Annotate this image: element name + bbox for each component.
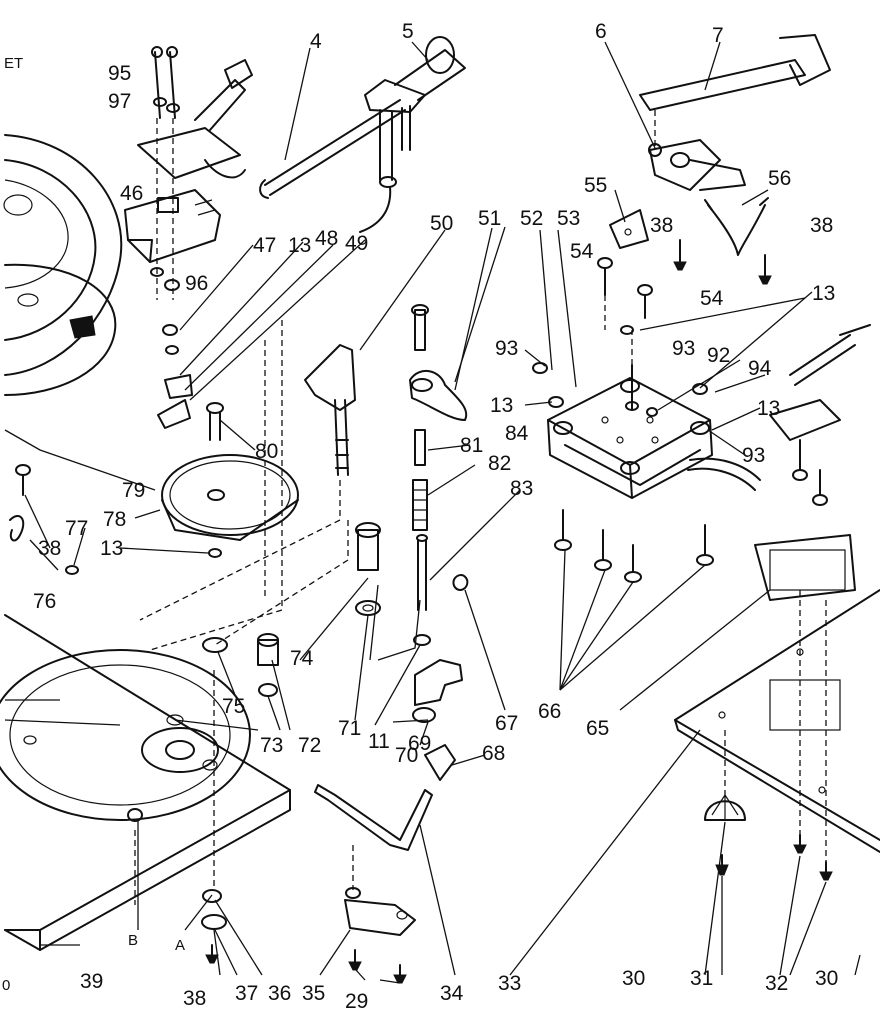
label-53: 53: [557, 207, 580, 230]
label-95: 95: [108, 62, 131, 85]
mechanism-block: [532, 362, 761, 499]
label-38b: 38: [810, 214, 833, 237]
label-6: 6: [595, 20, 607, 43]
small-parts-center: [166, 522, 381, 726]
label-30b: 30: [815, 967, 838, 990]
lever-50: [304, 344, 356, 476]
label-7: 7: [712, 24, 724, 47]
label-78: 78: [103, 508, 126, 531]
label-67: 67: [495, 712, 518, 735]
label-29: 29: [345, 990, 368, 1013]
callout-labels: ET 95 97 4 5 6 7 46 96 47 13 48 49 50 51…: [2, 20, 838, 1013]
label-74: 74: [290, 647, 314, 670]
label-72: 72: [298, 734, 321, 757]
label-13e: 13: [100, 537, 123, 560]
label-13d: 13: [757, 397, 780, 420]
label-76: 76: [33, 590, 56, 613]
label-55: 55: [584, 174, 607, 197]
label-36: 36: [268, 982, 291, 1005]
label-56: 56: [768, 167, 791, 190]
label-30a: 30: [622, 967, 645, 990]
platter-upper: [3, 134, 123, 396]
label-47: 47: [253, 234, 276, 257]
label-54a: 54: [570, 240, 594, 263]
label-66: 66: [538, 700, 561, 723]
label-46: 46: [120, 182, 143, 205]
label-96: 96: [185, 272, 208, 295]
label-73: 73: [260, 734, 283, 757]
label-35: 35: [302, 982, 325, 1005]
feet-and-screws: [704, 794, 833, 881]
label-79: 79: [122, 479, 145, 502]
label-38c: 38: [38, 537, 61, 560]
label-13b: 13: [812, 282, 835, 305]
label-82: 82: [488, 452, 511, 475]
label-49: 49: [345, 232, 368, 255]
label-52: 52: [520, 207, 543, 230]
arm-rest-bracket: [639, 34, 831, 191]
label-38d: 38: [183, 987, 206, 1010]
gear-78: [161, 402, 299, 558]
right-side-parts: [754, 324, 871, 601]
corner-text: ET: [4, 55, 23, 72]
label-70: 70: [395, 744, 418, 767]
leader-lines: [4, 41, 861, 984]
label-13c: 13: [490, 394, 513, 417]
label-39: 39: [80, 970, 103, 993]
bottom-plate: [674, 589, 880, 853]
label-80: 80: [255, 440, 278, 463]
label-A: A: [175, 937, 185, 954]
label-68: 68: [482, 742, 505, 765]
label-11: 11: [368, 730, 390, 753]
label-4: 4: [310, 30, 322, 53]
lever-bar-34: [314, 784, 433, 851]
label-33: 33: [498, 972, 521, 995]
bracket-70: [412, 659, 463, 781]
label-93c: 93: [742, 444, 765, 467]
label-37: 37: [235, 982, 258, 1005]
label-97: 97: [108, 90, 131, 113]
label-32: 32: [765, 972, 788, 995]
label-54b: 54: [700, 287, 724, 310]
label-50: 50: [430, 212, 453, 235]
label-5: 5: [402, 20, 414, 43]
label-34: 34: [440, 982, 464, 1005]
plinth-base: [0, 614, 291, 951]
label-84: 84: [505, 422, 529, 445]
tonearm: [259, 36, 466, 233]
label-38a: 38: [650, 214, 673, 237]
label-75: 75: [222, 695, 245, 718]
spring-and-bracket: [609, 197, 769, 256]
label-83: 83: [510, 477, 533, 500]
headshell-assembly: [124, 46, 253, 300]
bracket-35: [344, 887, 416, 984]
cam-and-shaft: [409, 304, 469, 646]
label-81: 81: [460, 434, 483, 457]
label-31: 31: [690, 967, 713, 990]
label-94: 94: [748, 357, 772, 380]
label-69: 69: [408, 732, 431, 755]
label-71: 71: [338, 717, 361, 740]
label-13a: 13: [288, 234, 311, 257]
screws-66: [554, 509, 714, 583]
label-65: 65: [586, 717, 609, 740]
label-92: 92: [707, 344, 730, 367]
label-93b: 93: [672, 337, 695, 360]
label-48: 48: [315, 227, 338, 250]
label-B: B: [128, 932, 138, 949]
small-parts-left: [9, 324, 193, 575]
screws-upper: [597, 239, 772, 335]
label-77: 77: [65, 517, 88, 540]
label-93a: 93: [495, 337, 518, 360]
label-0: 0: [2, 977, 10, 994]
label-51: 51: [478, 207, 501, 230]
foot-screw-stack: [201, 889, 227, 964]
